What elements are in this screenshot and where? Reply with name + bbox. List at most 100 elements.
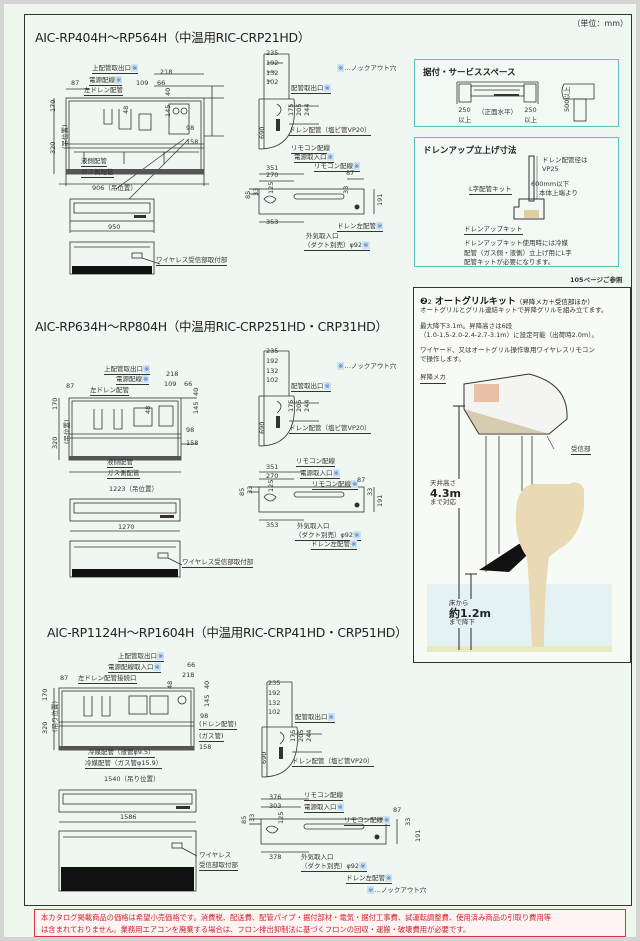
section-3-bottom-view — [58, 830, 198, 892]
s1-dim-66: 66 — [157, 79, 166, 87]
drain-vp25: VP25 — [542, 165, 559, 173]
s2-pipe-outlet-label: 配管取出口※ — [291, 382, 331, 392]
s3-dim-320: 320 — [41, 721, 49, 734]
auto-grill-line1: オートグリルとグリル連結キットで昇降グリルを組み立てます。 — [420, 306, 608, 314]
s2-remote-label-1: リモコン配線 — [296, 457, 335, 467]
section-2-width-view — [69, 498, 181, 532]
s2-power-in-label: 電源取入口※ — [300, 469, 340, 479]
receiver-label: 受信部 — [571, 445, 591, 455]
s1-dim-132: 132 — [266, 69, 279, 77]
section-1-width-view — [69, 198, 155, 233]
s1-dim-102: 102 — [266, 78, 279, 86]
install-space-box: 据付・サービススペース — [414, 59, 619, 127]
s2-dim-158: 158 — [186, 439, 199, 447]
s1-dim-218: 218 — [160, 68, 173, 76]
s1-wireless-label: ワイヤレス受信部取付部 — [156, 256, 228, 266]
s3-power-in-label: 電源取入口※ — [304, 803, 344, 813]
s3-dim-85: 85 — [240, 815, 248, 824]
s3-dim-125: 125 — [277, 811, 285, 824]
drain-l-kit-label: L字配管キット — [469, 185, 512, 195]
auto-grill-line5: で操作します。 — [420, 355, 465, 363]
install-center-label: （正面水平） — [478, 108, 517, 116]
s1-dim-109: 109 — [136, 79, 149, 87]
section-1-title: AIC-RP404H〜RP564H（中温用RIC-CRP21HD） — [35, 30, 311, 45]
auto-grill-line3: （1.0-1.5-2.0-2.4-2.7-3.1m）に設定可能（出荷時2.0m）… — [420, 331, 599, 339]
s1-dim-98: 98 — [186, 124, 195, 132]
s3-pipe-outlet-label: 配管取出口※ — [295, 713, 335, 723]
install-left-clearance: 250 以上 — [458, 106, 471, 124]
s1-dim-175: 175 — [287, 103, 295, 116]
s3-dim-170: 170 — [41, 688, 49, 701]
s1-dim-244: 244 — [303, 103, 311, 116]
drain-up-kit-label: ドレンアップキット — [464, 225, 523, 235]
s3-dim-158: 158 — [199, 743, 212, 751]
section-1-front-view — [53, 73, 224, 200]
s2-wireless-label: ワイヤレス受信部取付部 — [182, 558, 254, 568]
s1-dim-170: 170 — [49, 99, 57, 112]
s2-dim-87b: 87 — [357, 476, 366, 484]
s3-dim-40: 40 — [203, 680, 211, 689]
s3-gas-pipe-label: (ガス管) — [199, 732, 224, 742]
auto-grill-line2: 最大降下3.1m。昇降高さは6段 — [420, 322, 513, 330]
s1-liquid-label: 液側配管 — [81, 157, 107, 167]
s3-liquid-label: 冷媒配管（液管φ9.5） — [88, 748, 155, 758]
s2-dim-170: 170 — [51, 397, 59, 410]
s1-dim-270: 270 — [266, 171, 279, 179]
section-3-front-view — [53, 687, 195, 751]
s3-drain-label: ドレン配管（塩ビ管VP20） — [292, 757, 374, 767]
section-2-side-view — [258, 350, 319, 447]
install-right-clearance: 250 以上 — [524, 106, 537, 124]
s1-dim-33a: 33 — [252, 187, 260, 196]
s3-duct-label: （ダクト別売）φ92※ — [301, 862, 367, 872]
mech-label: 昇降メカ — [420, 373, 446, 384]
section-1-top-view — [249, 173, 375, 223]
s3-hang-width: 1540（吊り位置） — [104, 775, 160, 783]
s2-duct-label: （ダクト別売）φ92※ — [295, 531, 361, 541]
s3-air-in-label: 外気取入口 — [301, 853, 334, 861]
s2-dim-85: 85 — [238, 487, 246, 496]
unit-label: （単位：mm） — [572, 19, 628, 28]
s3-dim-87: 87 — [60, 674, 69, 682]
ref-page: 105ページご参照 — [570, 276, 623, 284]
s3-remote-label-2: リモコン配線※ — [344, 816, 391, 826]
s1-dim-158: 158 — [186, 138, 199, 146]
section-3-top-view — [249, 798, 398, 853]
s1-drain-label: ドレン配管（塩ビ管VP20） — [289, 126, 371, 136]
s2-dim-205: 205 — [295, 399, 303, 412]
s1-width: 950 — [108, 223, 121, 231]
s2-drain-label: ドレン配管（塩ビ管VP20） — [289, 424, 371, 434]
drain-up-box: ドレンアップ立上げ寸法 — [414, 137, 619, 267]
s3-dim-102: 102 — [268, 708, 281, 716]
s2-dim-270: 270 — [266, 472, 279, 480]
section-3-side-view — [261, 681, 322, 778]
s2-hang-width: 1223（吊位置） — [109, 485, 159, 493]
s3-dim-303: 303 — [269, 802, 282, 810]
s1-dim-85: 85 — [244, 190, 252, 199]
s3-knockout-note: ※…ノックアウト穴 — [367, 886, 427, 894]
s1-dim-87: 87 — [71, 79, 80, 87]
s1-pipe-outlet-label: 配管取出口※ — [291, 84, 331, 94]
s2-dim-33a: 33 — [246, 485, 254, 494]
s1-dim-145: 145 — [164, 104, 172, 117]
s1-dim-351: 351 — [266, 164, 279, 172]
drain-up-title: ドレンアップ立上げ寸法 — [423, 146, 517, 156]
s1-dim-87b: 87 — [346, 169, 355, 177]
section-3-title: AIC-RP1124H〜RP1604H（中温用RIC-CRP41HD・CRP51… — [47, 625, 408, 640]
s2-drain-left-label: ドレン左配管※ — [311, 540, 358, 550]
s3-power-label: 電源配線取入口※ — [108, 663, 161, 673]
install-space-diagram — [456, 81, 595, 122]
s3-width: 1586 — [120, 813, 137, 821]
s3-dim-33b: 33 — [404, 817, 412, 826]
s3-dim-175: 175 — [289, 729, 297, 742]
s2-dim-33b: 33 — [366, 487, 374, 496]
s3-dim-66: 66 — [187, 661, 196, 669]
drain-pipe-dia: ドレン配管径は — [542, 156, 588, 164]
auto-grill-line4: ワイヤード、又はオートグリル操作専用ワイヤレスリモコン — [420, 346, 595, 354]
s3-dim-244: 244 — [305, 729, 313, 742]
s2-dim-218: 218 — [166, 370, 179, 378]
s1-dim-690: 690 — [258, 126, 266, 139]
s2-dim-320: 320 — [51, 436, 59, 449]
auto-grill-title: ❷2 オートグリルキット（昇降メカ＋受信部ほか） — [420, 297, 594, 307]
